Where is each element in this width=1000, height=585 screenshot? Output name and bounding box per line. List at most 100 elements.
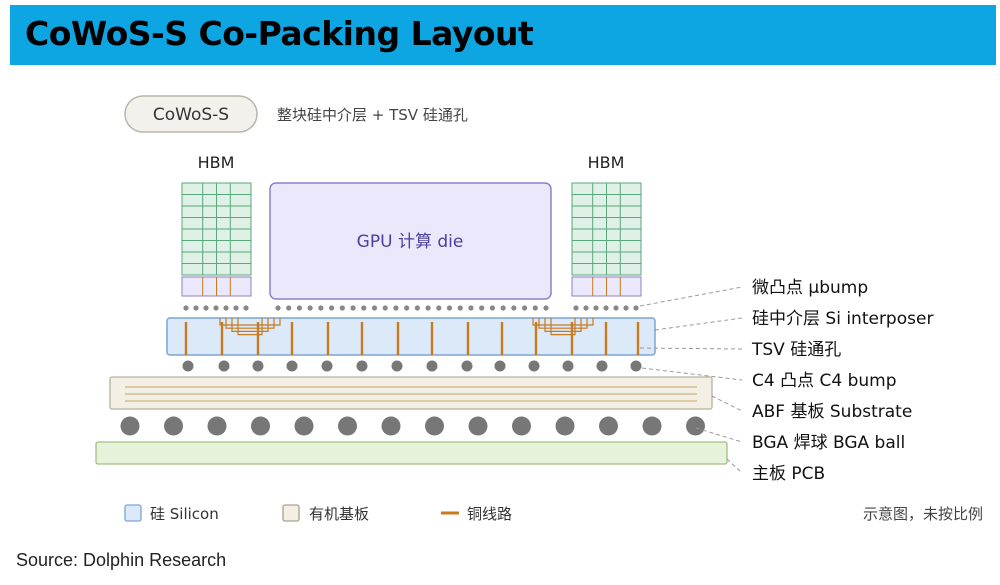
label-ubump: 微凸点 μbump bbox=[752, 278, 868, 298]
bga-ball bbox=[294, 416, 314, 436]
c4-bump bbox=[356, 360, 368, 372]
badge-label: CoWoS-S bbox=[153, 105, 229, 125]
microbump bbox=[633, 305, 639, 311]
bga-ball-row bbox=[120, 416, 705, 436]
microbump bbox=[193, 305, 199, 311]
c4-bump bbox=[426, 360, 438, 372]
c4-bump bbox=[528, 360, 540, 372]
bga-ball bbox=[164, 416, 183, 436]
interposer-trace bbox=[219, 318, 281, 326]
bga-ball bbox=[468, 416, 488, 436]
c4-bump-row bbox=[182, 360, 642, 372]
legend-copper-label: 铜线路 bbox=[467, 505, 512, 523]
legend-organic-swatch bbox=[282, 504, 300, 522]
hbm-right-label: HBM bbox=[588, 153, 625, 172]
leader-pcb bbox=[726, 458, 743, 474]
microbump bbox=[404, 305, 410, 311]
leader-c4 bbox=[641, 367, 743, 381]
microbump bbox=[183, 305, 189, 311]
gpu-label: GPU 计算 die bbox=[357, 232, 464, 252]
legend-silicon-swatch bbox=[124, 504, 142, 522]
c4-bump bbox=[596, 360, 608, 372]
label-bga: BGA 焊球 BGA ball bbox=[752, 433, 905, 453]
bga-ball bbox=[425, 416, 444, 436]
label-c4: C4 凸点 C4 bump bbox=[752, 371, 897, 391]
subtitle: 整块硅中介层 + TSV 硅通孔 bbox=[277, 106, 468, 124]
page-title: CoWoS-S Co-Packing Layout bbox=[25, 14, 534, 53]
bga-ball bbox=[251, 416, 270, 436]
microbump bbox=[468, 305, 474, 311]
microbump bbox=[532, 305, 538, 311]
badge-pill bbox=[124, 95, 258, 133]
source-citation: Source: Dolphin Research bbox=[16, 550, 227, 570]
microbump bbox=[339, 305, 345, 311]
microbump bbox=[457, 305, 463, 311]
microbump bbox=[489, 305, 495, 311]
microbump bbox=[593, 305, 599, 311]
microbump bbox=[436, 305, 442, 311]
interposer-trace bbox=[225, 318, 275, 329]
c4-bump bbox=[630, 360, 642, 372]
tsv-array bbox=[184, 322, 640, 355]
c4-bump bbox=[218, 360, 230, 372]
bga-ball bbox=[381, 416, 401, 436]
copper-routing bbox=[219, 318, 594, 336]
label-interposer: 硅中介层 Si interposer bbox=[752, 309, 933, 329]
hbm-left-label: HBM bbox=[198, 153, 235, 172]
microbump bbox=[213, 305, 219, 311]
interposer-trace bbox=[231, 318, 269, 332]
microbump bbox=[543, 305, 549, 311]
leader-abf bbox=[711, 395, 743, 412]
microbump bbox=[511, 305, 517, 311]
microbump bbox=[446, 305, 453, 311]
legend-organic-label: 有机基板 bbox=[309, 505, 369, 523]
bga-ball bbox=[599, 416, 618, 436]
microbump bbox=[329, 305, 335, 311]
c4-bump bbox=[562, 360, 574, 372]
microbump bbox=[382, 305, 388, 311]
microbump bbox=[479, 305, 485, 311]
interposer-trace bbox=[538, 318, 588, 329]
microbump bbox=[223, 305, 229, 311]
pcb-board bbox=[95, 441, 728, 465]
bga-ball bbox=[207, 416, 227, 436]
bga-ball bbox=[686, 416, 705, 436]
c4-bump bbox=[252, 360, 264, 372]
microbump bbox=[425, 305, 431, 311]
microbump bbox=[233, 305, 239, 311]
leader-ubump bbox=[639, 286, 743, 307]
label-pcb: 主板 PCB bbox=[752, 464, 825, 484]
microbump bbox=[275, 305, 281, 311]
title-banner: CoWoS-S Co-Packing Layout bbox=[10, 5, 996, 65]
microbump bbox=[296, 305, 303, 311]
hbm-stack-right bbox=[571, 182, 642, 297]
interposer-trace bbox=[237, 318, 263, 336]
scale-note: 示意图，未按比例 bbox=[863, 505, 983, 523]
c4-bump bbox=[182, 360, 194, 372]
si-interposer bbox=[166, 317, 656, 356]
bga-ball bbox=[338, 416, 357, 436]
microbump bbox=[500, 305, 506, 311]
microbump bbox=[623, 305, 629, 311]
bga-ball bbox=[512, 416, 531, 436]
leader-interposer bbox=[654, 317, 743, 331]
leader-bga bbox=[695, 427, 743, 443]
callout-lines bbox=[639, 286, 743, 474]
microbump bbox=[361, 305, 367, 311]
bga-ball bbox=[555, 416, 575, 436]
microbump bbox=[371, 305, 378, 311]
c4-bump bbox=[461, 360, 473, 372]
microbump bbox=[243, 305, 249, 311]
label-abf: ABF 基板 Substrate bbox=[752, 402, 912, 422]
bga-ball bbox=[642, 416, 662, 436]
leader-tsv bbox=[639, 347, 743, 350]
microbump bbox=[350, 305, 356, 311]
microbump bbox=[573, 305, 579, 311]
microbump bbox=[583, 305, 589, 311]
abf-substrate bbox=[109, 376, 713, 410]
interposer-trace bbox=[544, 318, 582, 332]
microbump bbox=[414, 305, 420, 311]
microbump bbox=[286, 305, 292, 311]
microbump bbox=[203, 305, 209, 311]
